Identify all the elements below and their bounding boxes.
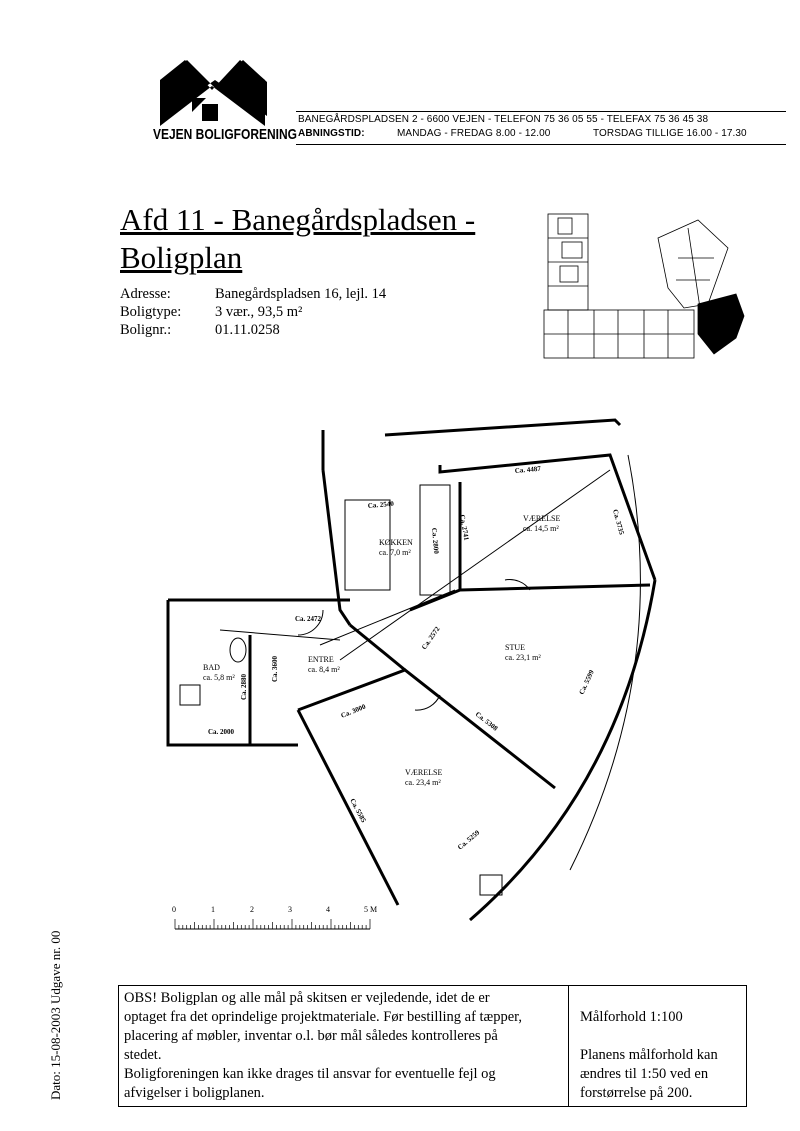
svg-text:Ca. 2472: Ca. 2472 (295, 615, 322, 623)
svg-text:Ca. 5259: Ca. 5259 (456, 828, 481, 851)
notice-line: placering af møbler, inventar o.l. bør m… (124, 1028, 498, 1044)
page-title-line1: Afd 11 - Banegårdspladsen - (120, 202, 476, 237)
header-address: BANEGÅRDSPLADSEN 2 - 6600 VEJEN - TELEFO… (298, 114, 709, 125)
notice-line: Boligforeningen kan ikke drages til ansv… (124, 1066, 496, 1082)
header-rule-bottom (296, 144, 786, 145)
notice-divider (568, 986, 569, 1106)
scale-tick-label: 4 (326, 905, 330, 914)
dimension-labels: Ca. 4487 Ca. 2540 Ca. 2800 Ca. 2741 Ca. … (208, 465, 626, 852)
page-title-line2: Boligplan (120, 240, 243, 275)
svg-text:Ca. 3000: Ca. 3000 (340, 702, 368, 719)
detail-type: Boligtype: 3 vær., 93,5 m² (120, 303, 386, 321)
detail-value: 3 vær., 93,5 m² (215, 304, 303, 320)
notice-text: OBS! Boligplan og alle mål på skitsen er… (124, 989, 522, 1103)
detail-label: Boligtype: (120, 304, 182, 320)
notice-line: optaget fra det oprindelige projektmater… (124, 1009, 523, 1025)
scale-note-line: Planens målforhold kan (580, 1047, 718, 1063)
header-hours-label: ABNINGSTID: (298, 128, 365, 139)
room-area: ca. 23,1 m² (505, 653, 541, 662)
notice-line: afvigelser i boligplanen. (124, 1085, 265, 1101)
logo-text: VEJEN BOLIGFORENING (153, 126, 298, 143)
scale-tick-label: 3 (288, 905, 292, 914)
room-area: ca. 14,5 m² (523, 524, 559, 533)
detail-address: Adresse: Banegårdspladsen 16, lejl. 14 (120, 285, 386, 303)
svg-text:Ca. 2800: Ca. 2800 (430, 527, 440, 554)
site-key-plan (543, 213, 745, 359)
room-name: STUE (505, 643, 525, 652)
svg-text:Ca. 3735: Ca. 3735 (611, 508, 626, 536)
logo-mark (150, 58, 275, 128)
svg-text:Ca. 5599: Ca. 5599 (578, 668, 596, 695)
scale-note: Planens målforhold kan ændres til 1:50 v… (580, 1046, 718, 1103)
svg-text:Ca. 3600: Ca. 3600 (271, 655, 279, 682)
details: Adresse: Banegårdspladsen 16, lejl. 14 Bo… (120, 285, 386, 339)
notice-box: OBS! Boligplan og alle mål på skitsen er… (118, 985, 747, 1107)
room-area: ca. 8,4 m² (308, 665, 340, 674)
scale-bar: 0 1 2 3 4 5 M (172, 905, 377, 930)
room-area: ca. 5,8 m² (203, 673, 235, 682)
scale-ratio: Målforhold 1:100 (580, 1009, 683, 1025)
svg-text:Ca. 2572: Ca. 2572 (420, 625, 442, 651)
detail-value: 01.11.0258 (215, 322, 280, 338)
detail-label: Adresse: (120, 286, 171, 302)
header-hours-weekdays: MANDAG - FREDAG 8.00 - 12.00 (397, 128, 551, 139)
detail-number: Bolignr.: 01.11.0258 (120, 321, 386, 339)
scale-note-line: ændres til 1:50 ved en (580, 1066, 709, 1082)
scale-tick-label: 5 M (364, 905, 377, 914)
scale-tick-label: 1 (211, 905, 215, 914)
date-edition-note: Dato: 15-08-2003 Udgave nr. 00 (48, 930, 63, 1100)
svg-text:Ca. 2000: Ca. 2000 (208, 728, 235, 736)
room-name: BAD (203, 663, 220, 672)
svg-text:Ca. 2540: Ca. 2540 (367, 500, 394, 510)
detail-label: Bolignr.: (120, 322, 172, 338)
room-name: VÆRELSE (523, 514, 560, 523)
svg-text:Ca. 4487: Ca. 4487 (514, 465, 541, 475)
header-rule-top (296, 111, 786, 112)
notice-line: OBS! Boligplan og alle mål på skitsen er… (124, 990, 490, 1006)
room-name: ENTRE (308, 655, 334, 664)
svg-text:Ca. 2880: Ca. 2880 (240, 673, 248, 700)
room-name: VÆRELSE (405, 768, 442, 777)
room-area: ca. 23,4 m² (405, 778, 441, 787)
fixtures (179, 454, 641, 896)
scale-tick-label: 0 (172, 905, 176, 914)
notice-line: stedet. (124, 1047, 162, 1063)
svg-text:Ca. 5308: Ca. 5308 (474, 710, 500, 733)
floor-plan-drawing: VÆRELSE ca. 14,5 m² KØKKEN ca. 7,0 m² ST… (166, 418, 657, 922)
room-labels: VÆRELSE ca. 14,5 m² KØKKEN ca. 7,0 m² ST… (203, 514, 560, 787)
room-name: KØKKEN (379, 538, 413, 547)
scale-note-line: forstørrelse på 200. (580, 1085, 693, 1101)
room-name: ca. 7,0 m² (379, 548, 411, 557)
detail-value: Banegårdspladsen 16, lejl. 14 (215, 286, 387, 302)
header-hours-thursday: TORSDAG TILLIGE 16.00 - 17.30 (593, 128, 747, 139)
scale-tick-label: 2 (250, 905, 254, 914)
walls (166, 418, 657, 922)
